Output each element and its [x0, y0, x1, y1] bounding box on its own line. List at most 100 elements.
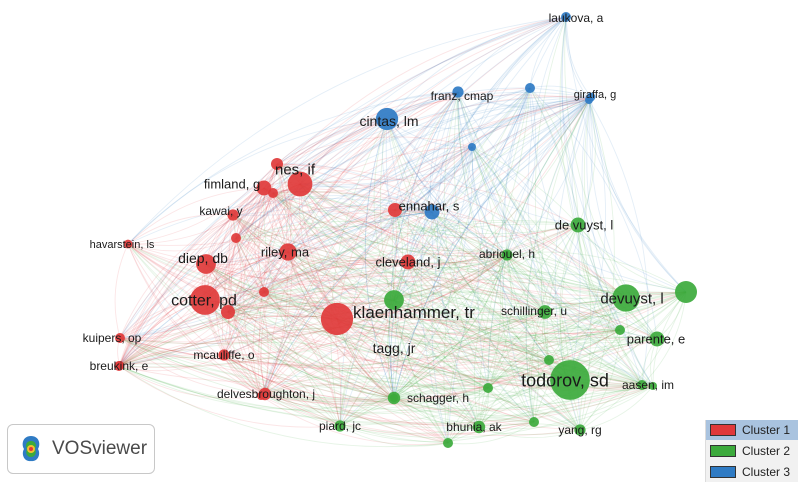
author-label[interactable]: parente, e [627, 332, 686, 347]
author-node[interactable] [529, 417, 539, 427]
coauthorship-link [258, 192, 274, 293]
author-label[interactable]: nes, if [275, 161, 316, 178]
author-node[interactable] [218, 349, 230, 361]
author-node[interactable] [649, 331, 665, 347]
author-label[interactable]: cintas, lm [359, 113, 418, 129]
author-node[interactable] [384, 290, 404, 310]
author-label[interactable]: cleveland, j [375, 255, 440, 270]
author-node[interactable] [483, 383, 493, 393]
author-label[interactable]: cotter, pd [171, 293, 237, 310]
author-node[interactable] [550, 360, 590, 400]
author-node[interactable] [472, 420, 486, 434]
author-label[interactable]: abriouel, h [479, 247, 535, 261]
label-layer: laukova, a franz, cmap giraffa, g cintas, l… [83, 11, 686, 437]
author-node[interactable] [190, 285, 220, 315]
author-node[interactable] [256, 180, 272, 196]
author-label[interactable]: bhunia, ak [446, 420, 502, 434]
author-node[interactable] [675, 281, 697, 303]
author-node[interactable] [196, 254, 216, 274]
author-node[interactable] [271, 158, 283, 170]
author-node[interactable] [452, 86, 464, 98]
author-node[interactable] [390, 394, 398, 402]
author-node[interactable] [116, 361, 124, 369]
author-node[interactable] [227, 209, 239, 221]
author-node[interactable] [115, 333, 125, 343]
author-label[interactable]: ennahar, s [399, 199, 460, 214]
author-node[interactable] [649, 382, 657, 390]
author-label[interactable]: breukink, e [90, 359, 149, 373]
coauthorship-link [235, 146, 473, 239]
author-node[interactable] [612, 284, 640, 312]
author-label[interactable]: piard, jc [319, 419, 361, 433]
author-node[interactable] [525, 83, 535, 93]
author-node[interactable] [259, 287, 269, 297]
author-node[interactable] [443, 438, 453, 448]
author-node[interactable] [375, 107, 399, 131]
author-label[interactable]: delvesbroughton, j [217, 387, 315, 401]
author-label[interactable]: tagg, jr [373, 340, 416, 356]
coauthorship-link [457, 91, 621, 331]
coauthorship-link [431, 146, 473, 444]
coauthorship-link [260, 251, 289, 395]
author-label[interactable]: schagger, h [407, 391, 469, 405]
author-node[interactable] [279, 243, 297, 261]
coauthorship-link [119, 311, 229, 366]
legend-item-cluster-1[interactable]: Cluster 1 [706, 420, 798, 440]
author-node[interactable] [320, 302, 354, 336]
author-node[interactable] [574, 424, 586, 436]
author-label[interactable]: riley, ma [261, 245, 310, 260]
author-node[interactable] [570, 217, 586, 233]
author-node[interactable] [503, 251, 511, 259]
author-label[interactable]: devuyst, l [600, 290, 663, 307]
author-label[interactable]: fimland, g [204, 177, 260, 192]
coauthorship-link [393, 383, 489, 399]
author-node[interactable] [334, 420, 346, 432]
author-label[interactable]: diep, db [178, 250, 228, 266]
coauthorship-link [118, 365, 489, 412]
author-label[interactable]: mcauliffe, o [193, 348, 254, 362]
author-label[interactable]: todorov, sd [521, 370, 609, 390]
author-label[interactable]: aasen, im [622, 378, 674, 392]
author-node[interactable] [561, 12, 571, 22]
legend-item-cluster-3[interactable]: Cluster 3 [706, 462, 798, 482]
coauthorship-link [127, 214, 234, 245]
author-label[interactable]: havarstein, ls [90, 239, 155, 251]
coauthorship-link [276, 91, 459, 165]
coauthorship-link [119, 291, 265, 366]
vosviewer-brand[interactable]: VOSviewer [7, 424, 155, 474]
author-node[interactable] [637, 380, 647, 390]
coauthorship-link [264, 96, 592, 395]
author-label[interactable]: laukova, a [549, 11, 604, 25]
author-node[interactable] [388, 203, 402, 217]
author-label[interactable]: yang, rg [558, 423, 601, 437]
coauthorship-link [393, 96, 592, 399]
coauthorship-link [272, 192, 581, 431]
legend-item-cluster-2[interactable]: Cluster 2 [706, 441, 798, 461]
author-node[interactable] [538, 305, 552, 319]
author-node[interactable] [287, 171, 313, 197]
author-label[interactable]: giraffa, g [574, 89, 617, 101]
author-node[interactable] [544, 355, 554, 365]
author-label[interactable]: de vuyst, l [555, 218, 614, 233]
coauthorship-link [232, 99, 590, 216]
author-node[interactable] [468, 143, 476, 151]
author-node[interactable] [268, 188, 278, 198]
author-label[interactable]: schillinger, u [501, 304, 567, 318]
coauthorship-link [263, 291, 581, 431]
author-node[interactable] [257, 392, 265, 400]
author-node[interactable] [231, 233, 241, 243]
coauthorship-link [336, 318, 654, 392]
author-label[interactable]: franz, cmap [431, 89, 494, 103]
author-node[interactable] [585, 96, 593, 104]
author-label[interactable]: kawai, y [199, 204, 242, 218]
author-node[interactable] [400, 254, 416, 270]
author-node[interactable] [123, 239, 133, 249]
author-label[interactable]: kuipers, op [83, 331, 142, 345]
author-node[interactable] [221, 305, 235, 319]
author-node[interactable] [615, 325, 625, 335]
author-node[interactable] [424, 204, 440, 220]
coauthorship-link [364, 118, 395, 399]
author-label[interactable]: klaenhammer, tr [353, 303, 475, 322]
